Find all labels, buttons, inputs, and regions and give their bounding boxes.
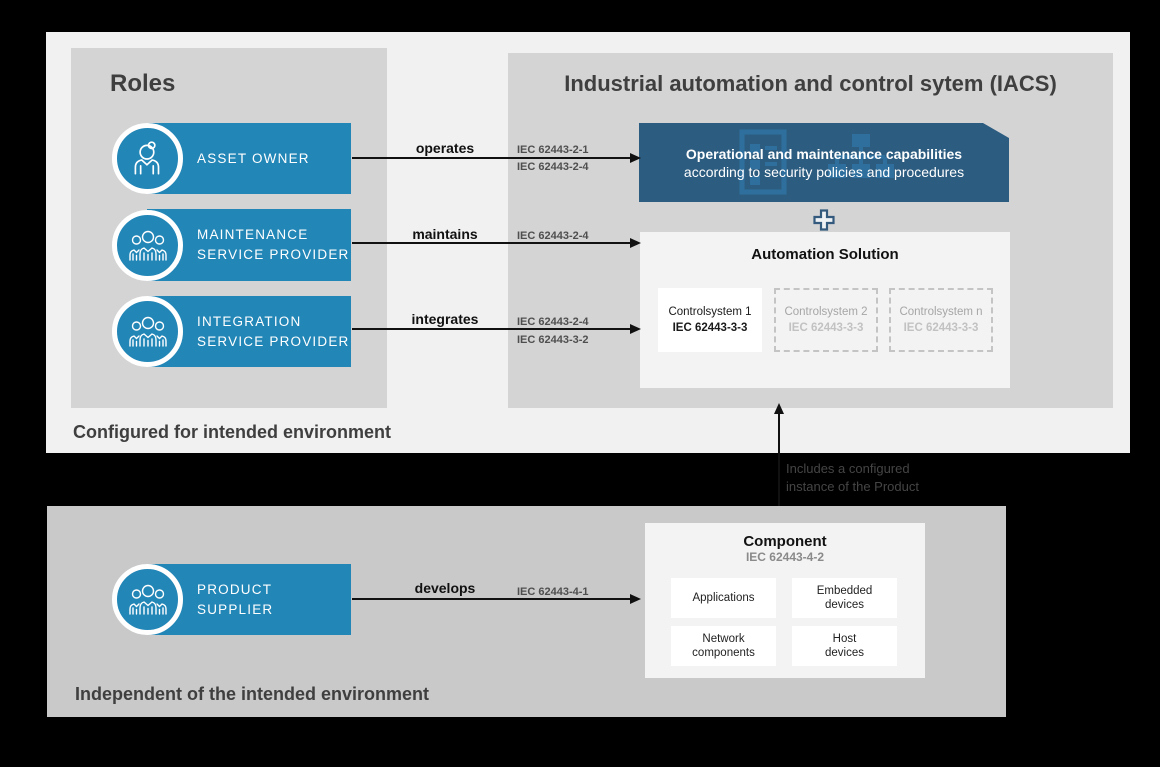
controlsystem-2-box: Controlsystem 2 IEC 62443-3-3 <box>774 288 878 352</box>
operates-code-1: IEC 62443-2-1 <box>517 144 589 156</box>
connector-note-line1: Includes a configured <box>786 461 910 476</box>
roles-title: Roles <box>110 70 176 97</box>
people-icon <box>128 584 167 615</box>
component-item-applications: Applications <box>671 578 776 618</box>
component-item-embedded-devices: Embedded devices <box>792 578 897 618</box>
controlsystem-n-name: Controlsystem n <box>899 306 983 318</box>
integrates-code-2: IEC 62443-3-2 <box>517 334 589 346</box>
component-item-label: Host <box>832 633 857 645</box>
controlsystem-2-name: Controlsystem 2 <box>784 306 868 318</box>
role-label: INTEGRATION <box>197 313 302 329</box>
component-title: Component <box>743 533 827 550</box>
controlsystem-1-name: Controlsystem 1 <box>668 306 752 318</box>
integration-provider-avatar <box>112 296 183 367</box>
integrates-label: integrates <box>411 311 479 327</box>
role-label: ASSET OWNER <box>197 150 310 166</box>
component-item-label: devices <box>825 647 864 659</box>
integrates-code-1: IEC 62443-2-4 <box>517 316 589 328</box>
controlsystem-n-box: Controlsystem n IEC 62443-3-3 <box>889 288 993 352</box>
role-label: SERVICE PROVIDER <box>197 247 350 262</box>
ops-box-line1: Operational and maintenance capabilities <box>685 145 963 162</box>
component-item-host-devices: Host devices <box>792 626 897 666</box>
component-item-network-components: Network components <box>671 626 776 666</box>
component-box: Component IEC 62443-4-2 Applications Emb… <box>645 523 925 678</box>
component-item-label: Embedded <box>816 585 873 597</box>
automation-solution-box: Automation Solution Controlsystem 1 IEC … <box>640 232 1010 388</box>
component-item-label: components <box>692 647 755 659</box>
controlsystem-n-code: IEC 62443-3-3 <box>903 322 979 334</box>
operational-capabilities-box: Operational and maintenance capabilities… <box>639 123 1009 202</box>
operates-arrowhead <box>630 153 641 163</box>
develops-code-1: IEC 62443-4-1 <box>517 586 589 598</box>
develops-arrowhead <box>630 594 641 604</box>
develops-label: develops <box>414 580 476 596</box>
controlsystem-1-code: IEC 62443-3-3 <box>672 322 748 334</box>
automation-solution-title: Automation Solution <box>751 246 899 263</box>
connector-note-line2: instance of the Product <box>786 479 919 494</box>
product-instance-arrowhead <box>774 403 784 414</box>
operates-arrow <box>352 157 630 159</box>
maintains-code-1: IEC 62443-2-4 <box>517 230 589 242</box>
component-code: IEC 62443-4-2 <box>745 550 825 564</box>
connector-note: Includes a configured instance of the Pr… <box>786 460 919 496</box>
maintains-arrow <box>352 242 630 244</box>
maintains-label: maintains <box>412 226 478 242</box>
component-item-label: Applications <box>692 592 755 604</box>
iacs-title: Industrial automation and control sytem … <box>564 71 1057 96</box>
product-instance-arrow <box>778 412 780 524</box>
component-item-label: devices <box>825 599 864 611</box>
develops-arrow <box>352 598 630 600</box>
role-label: MAINTENANCE <box>197 227 309 242</box>
role-box-asset-owner: ASSET OWNER <box>147 123 351 194</box>
role-label: PRODUCT <box>197 581 273 597</box>
asset-owner-avatar <box>112 123 183 194</box>
integrates-arrow <box>352 328 630 330</box>
maintenance-provider-avatar <box>112 210 183 281</box>
bottom-caption: Independent of the intended environment <box>75 684 430 704</box>
people-icon <box>128 316 167 347</box>
top-caption: Configured for intended environment <box>73 422 391 442</box>
controlsystem-1-box: Controlsystem 1 IEC 62443-3-3 <box>658 288 762 352</box>
checklist-icon <box>739 129 787 195</box>
product-supplier-avatar <box>112 564 183 635</box>
operates-code-2: IEC 62443-2-4 <box>517 161 589 173</box>
role-label: SUPPLIER <box>197 601 274 617</box>
ops-box-line2: according to security policies and proce… <box>683 163 965 180</box>
person-icon <box>134 140 159 175</box>
people-icon <box>128 230 167 261</box>
operates-label: operates <box>415 140 475 156</box>
integrates-arrowhead <box>630 324 641 334</box>
maintains-arrowhead <box>630 238 641 248</box>
org-chart-icon <box>825 134 897 192</box>
controlsystem-2-code: IEC 62443-3-3 <box>788 322 864 334</box>
component-item-label: Network <box>702 633 745 645</box>
plus-icon <box>813 209 835 231</box>
role-label: SERVICE PROVIDER <box>197 333 350 349</box>
